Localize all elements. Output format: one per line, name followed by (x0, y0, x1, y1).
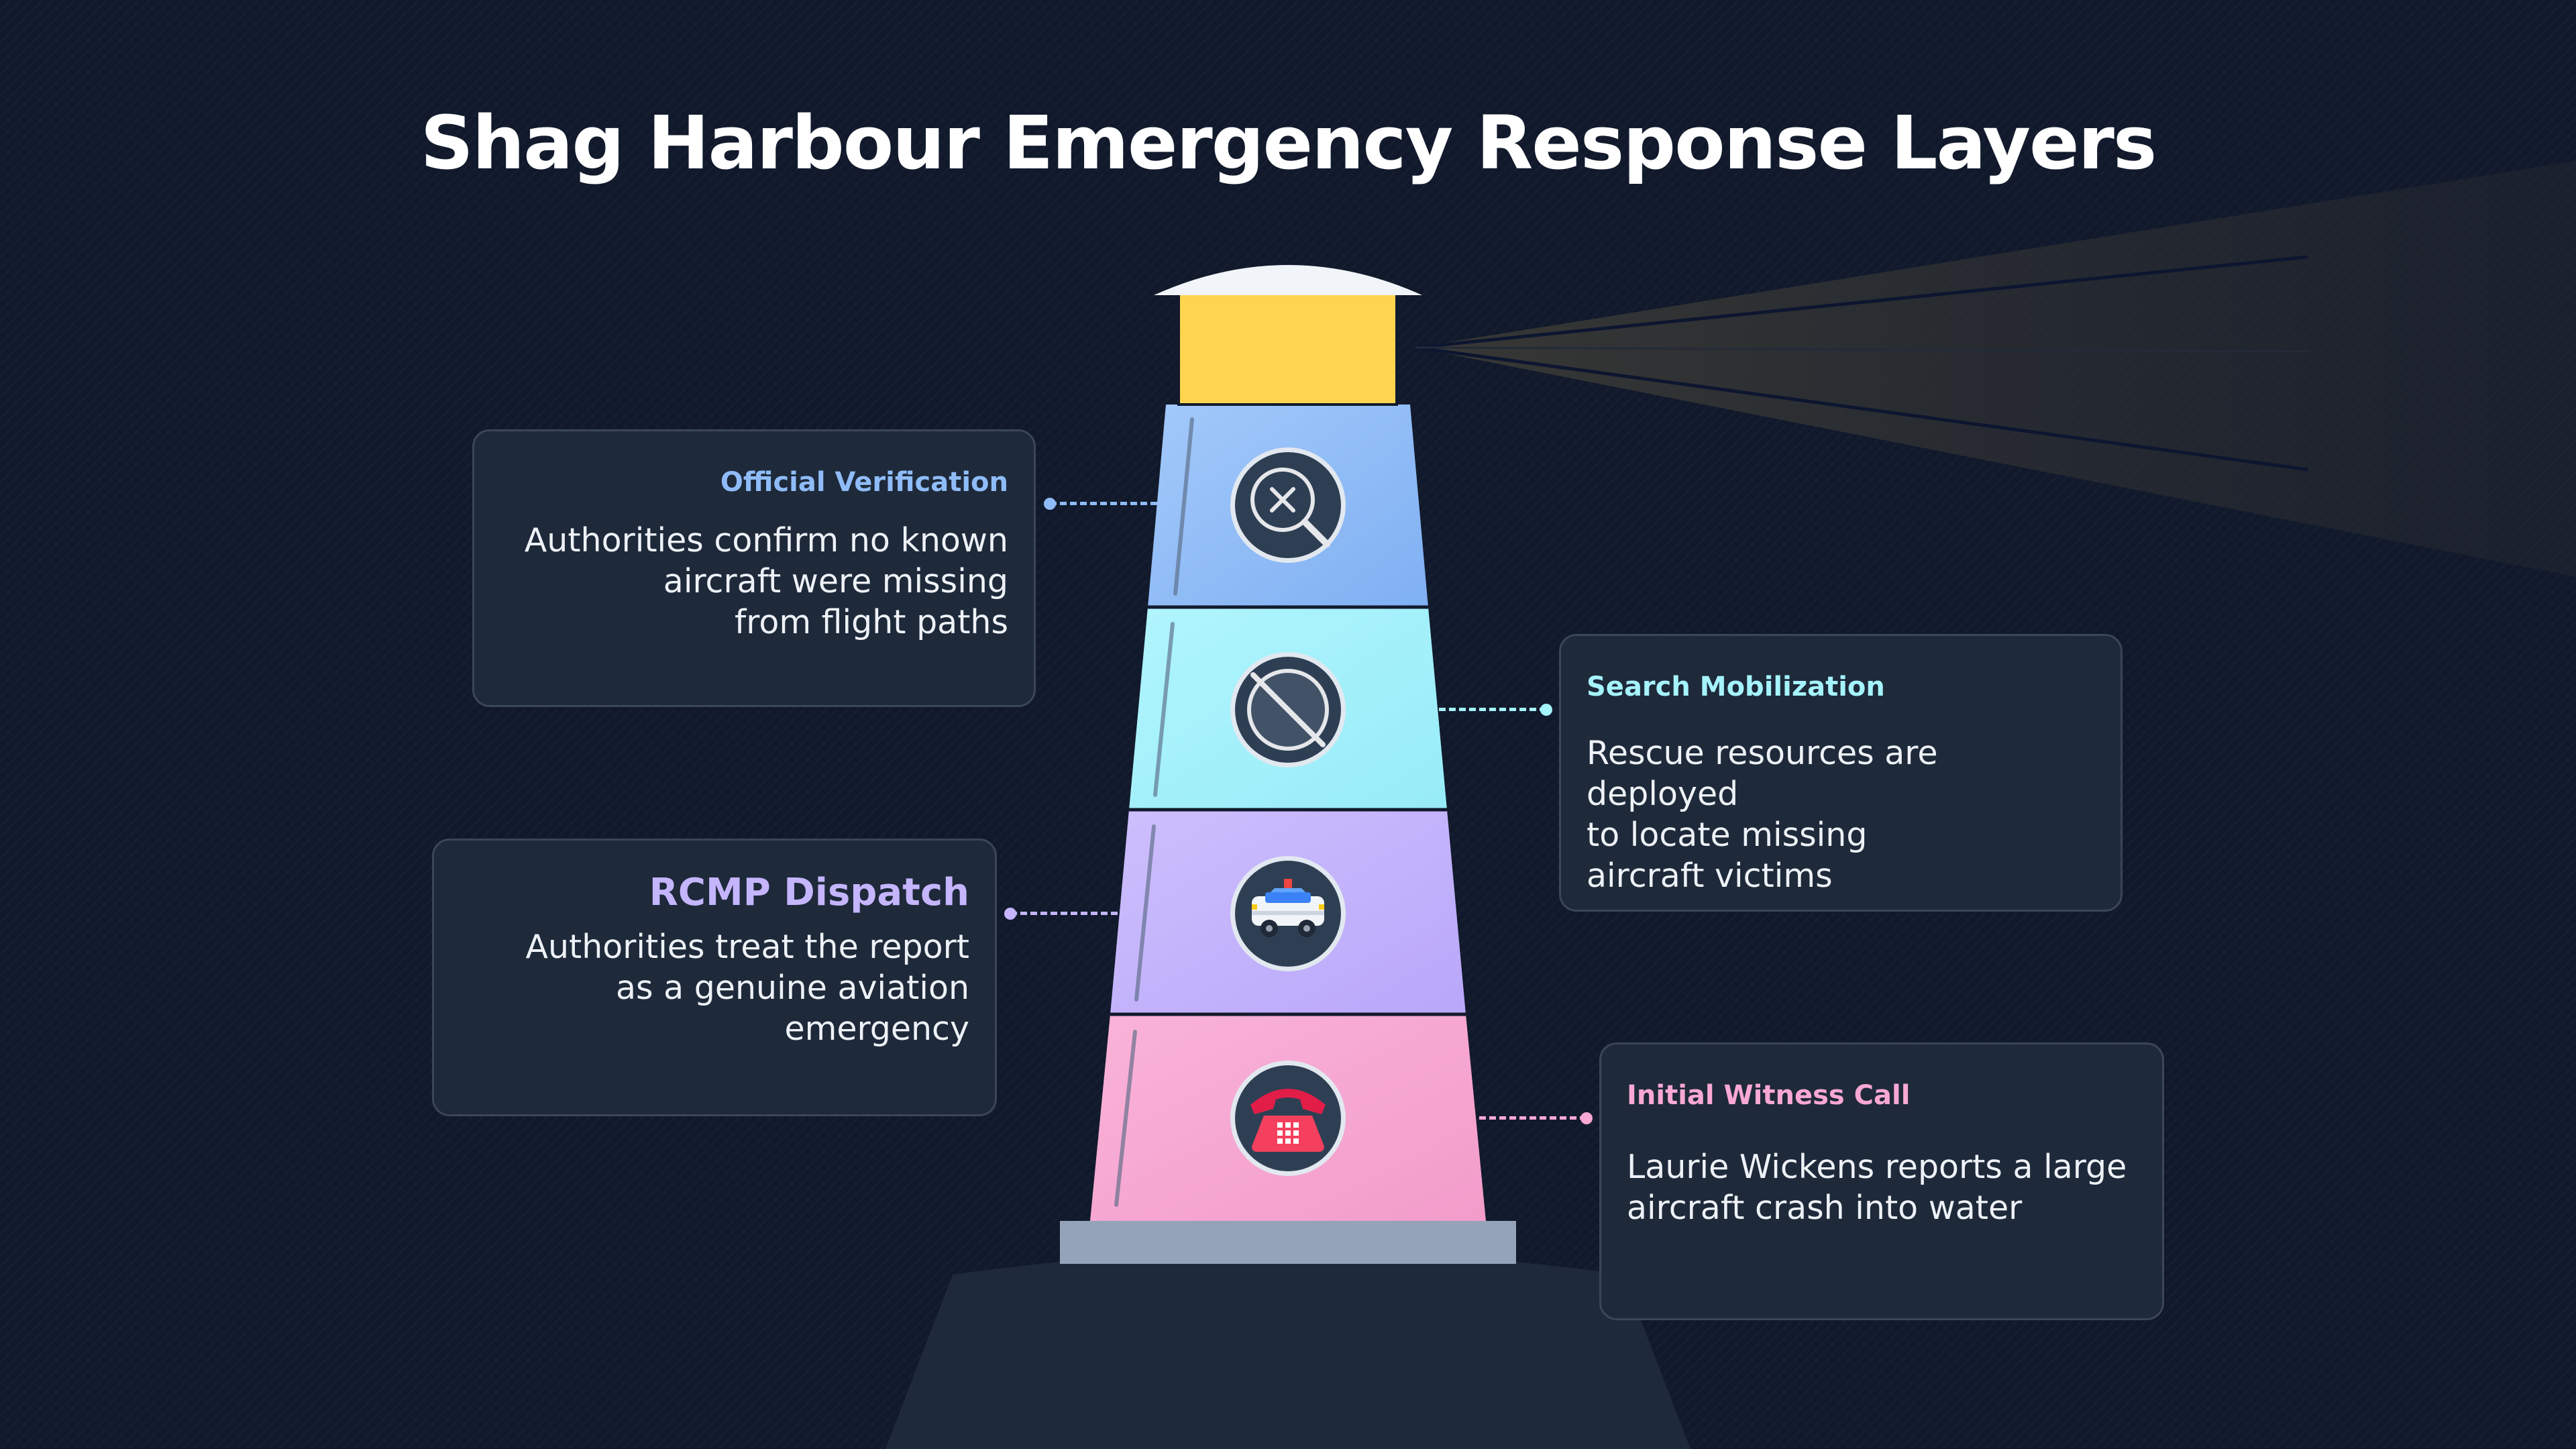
card-description-line: Laurie Wickens reports a large (1627, 1148, 2127, 1186)
card-rcmp-dispatch: RCMP Dispatch Authorities treat the repo… (432, 839, 997, 1116)
beam-ray (1415, 346, 2308, 353)
lighthouse-platform (1060, 1221, 1516, 1264)
card-description-line: aircraft were missing (663, 562, 1008, 600)
light-beam (1415, 161, 2576, 577)
connector-dot (1044, 498, 1056, 510)
card-heading: Official Verification (720, 467, 1008, 498)
connector-dot (1540, 704, 1552, 716)
lighthouse-roof (1154, 265, 1422, 295)
card-description-line: to locate missing (1587, 816, 1868, 854)
card-description-line: as a genuine aviation (615, 969, 969, 1007)
card-description-line: Rescue resources are deployed (1587, 734, 1938, 813)
connector-rcmp-dispatch (1010, 912, 1118, 915)
connector-dot (1004, 908, 1016, 920)
connector-dot (1580, 1112, 1593, 1124)
lamp-room (1179, 292, 1397, 405)
card-official-verification: Official Verification Authorities confir… (472, 429, 1036, 707)
beam-ray (1415, 345, 2308, 472)
card-heading: RCMP Dispatch (649, 871, 969, 914)
card-description-line: Authorities treat the report (525, 928, 969, 966)
police-car-icon (1230, 856, 1346, 971)
card-initial-witness-call: Initial Witness Call Laurie Wickens repo… (1599, 1042, 2164, 1320)
rock-base (885, 1251, 1690, 1449)
card-description-line: emergency (784, 1010, 969, 1048)
telephone-icon (1230, 1061, 1346, 1176)
card-description-line: from flight paths (735, 603, 1008, 641)
connector-initial-witness-call (1479, 1116, 1587, 1120)
page-title: Shag Harbour Emergency Response Layers (420, 100, 2157, 186)
card-description-line: aircraft victims (1587, 857, 1833, 895)
prohibited-icon (1230, 652, 1346, 767)
connector-search-mobilization (1439, 708, 1546, 711)
card-heading: Initial Witness Call (1627, 1080, 1911, 1111)
card-search-mobilization: Search Mobilization Rescue resources are… (1559, 634, 2123, 912)
card-heading: Search Mobilization (1587, 672, 1885, 702)
beam-ray (1415, 255, 2308, 350)
connector-official-verification (1050, 502, 1157, 505)
card-description-line: aircraft crash into water (1627, 1189, 2023, 1227)
search-cancel-icon (1230, 447, 1346, 563)
card-description-line: Authorities confirm no known (524, 521, 1008, 559)
